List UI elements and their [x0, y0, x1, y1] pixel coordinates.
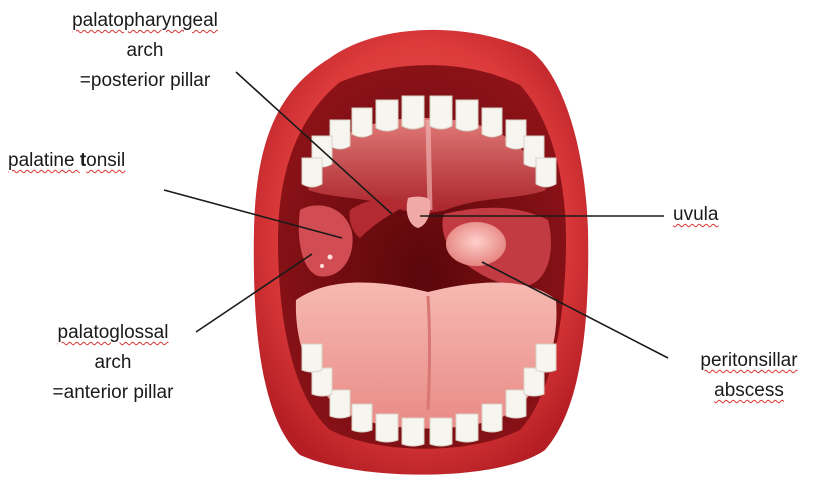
- label-palatoglossal-arch: palatoglossal arch =anterior pillar: [18, 318, 208, 408]
- label-palatopharyngeal-arch: palatopharyngeal arch =posterior pillar: [40, 6, 250, 96]
- label-palatoglossal-name: palatoglossal: [18, 318, 208, 348]
- label-anterior-pillar: =anterior pillar: [18, 378, 208, 408]
- label-tonsil-rest: onsil: [86, 150, 125, 171]
- label-abscess: abscess: [684, 376, 814, 406]
- label-posterior-pillar: =posterior pillar: [40, 66, 250, 96]
- label-peritonsillar-abscess: peritonsillar abscess: [684, 346, 814, 406]
- label-tonsil-word1: palatine: [8, 150, 80, 171]
- label-palatine-tonsil: palatine tonsil: [8, 146, 125, 176]
- tonsil-crypt: [328, 255, 333, 260]
- palate-raphe: [428, 120, 430, 210]
- label-palatopharyngeal-name: palatopharyngeal: [40, 6, 250, 36]
- tongue-groove: [428, 296, 430, 410]
- label-palatoglossal-arch-word: arch: [18, 348, 208, 378]
- tonsil-crypt: [320, 264, 324, 268]
- label-palatopharyngeal-arch-word: arch: [40, 36, 250, 66]
- abscess-swelling: [446, 222, 506, 266]
- label-peritonsillar: peritonsillar: [684, 346, 814, 376]
- label-uvula-text: uvula: [673, 204, 718, 225]
- label-uvula: uvula: [673, 200, 718, 230]
